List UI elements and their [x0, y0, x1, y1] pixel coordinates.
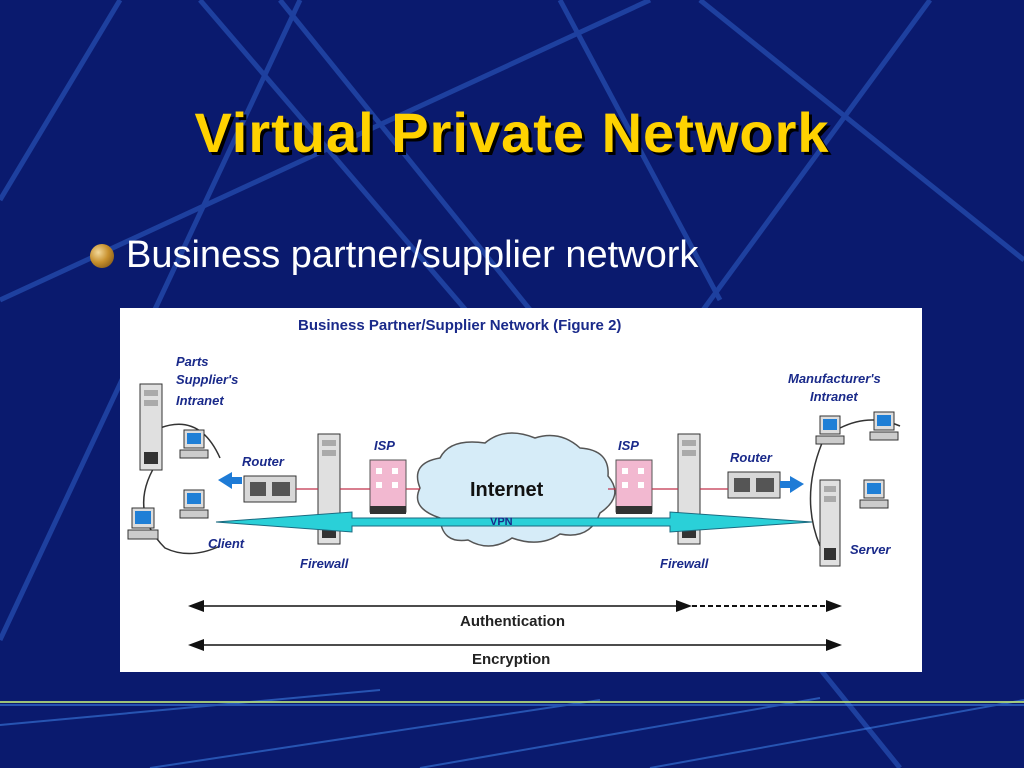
router-left-icon: [243, 475, 297, 503]
left-server-icon: [139, 383, 163, 471]
authentication-label: Authentication: [460, 613, 565, 630]
right-site-label-1: Manufacturer's: [788, 371, 881, 386]
left-blue-arrow: [218, 472, 242, 489]
firewall-right-label: Firewall: [660, 556, 709, 571]
server-label: Server: [850, 542, 891, 557]
isp-left-label: ISP: [374, 438, 395, 453]
vpn-diagram: Business Partner/Supplier Network (Figur…: [120, 308, 922, 672]
isp-left-icon: [369, 459, 407, 514]
bullet-item: Business partner/supplier network: [90, 234, 698, 277]
authentication-arrow: [188, 600, 842, 612]
right-workstation-icon: [869, 411, 899, 441]
left-site-label-3: Intranet: [176, 393, 224, 408]
right-blue-arrow: [780, 476, 804, 493]
vpn-label: VPN: [490, 516, 513, 528]
right-workstation-icon: [815, 415, 845, 445]
bullet-icon: [90, 243, 114, 268]
encryption-label: Encryption: [472, 651, 550, 668]
left-site-label-1: Parts: [176, 354, 209, 369]
bullet-text: Business partner/supplier network: [126, 234, 699, 276]
internet-label: Internet: [470, 479, 544, 501]
left-site-label-2: Supplier's: [176, 372, 238, 387]
slide-title: Virtual Private Network: [194, 101, 830, 164]
right-workstation-icon: [859, 479, 889, 509]
left-workstation-icon: [179, 429, 209, 459]
client-label: Client: [208, 536, 245, 551]
isp-right-label: ISP: [618, 438, 639, 453]
left-lan-ring: [142, 457, 221, 555]
router-left-label: Router: [242, 454, 285, 469]
client-icon: [127, 507, 159, 540]
encryption-arrow: [188, 639, 842, 651]
left-workstation-icon: [179, 489, 209, 519]
right-site-label-2: Intranet: [810, 389, 858, 404]
figure-title: Business Partner/Supplier Network (Figur…: [298, 317, 621, 334]
router-right-icon: [727, 471, 781, 499]
router-right-label: Router: [730, 450, 773, 465]
firewall-left-label: Firewall: [300, 556, 349, 571]
isp-right-icon: [615, 459, 653, 514]
server-icon: [819, 479, 841, 567]
right-lan-ring: [809, 442, 823, 547]
